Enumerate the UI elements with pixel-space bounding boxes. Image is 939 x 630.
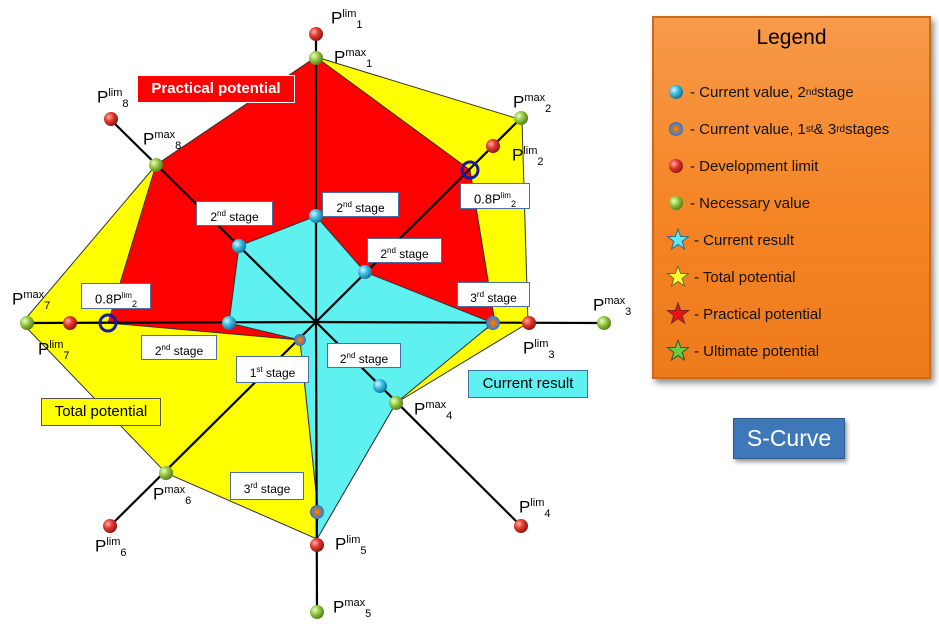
- s-curve-button[interactable]: S-Curve: [733, 418, 845, 459]
- dev-limit-point-6: [103, 519, 117, 533]
- pmax6-label: Pmax6: [153, 484, 192, 508]
- pmax1-label: Pmax1: [334, 47, 373, 71]
- necessary-point-3: [597, 316, 611, 330]
- practical-potential-label: Practical potential: [137, 75, 295, 103]
- pmax3-label: Pmax3: [593, 295, 632, 319]
- current-2nd-point-8: [232, 239, 246, 253]
- dev-limit-point-4: [514, 519, 528, 533]
- dev-limit-point-1: [309, 27, 323, 41]
- pmax8-label: Pmax8: [143, 129, 182, 153]
- necessary-point-1: [309, 51, 323, 65]
- plim3-label: Plim3: [523, 338, 555, 362]
- dev-limit-point-3: [522, 316, 536, 330]
- fraction-label-2: 0.8Plim2: [460, 183, 530, 209]
- legend-title: Legend: [756, 26, 827, 49]
- pmax2-label: Pmax2: [513, 92, 552, 116]
- green-ball-icon: [669, 196, 683, 210]
- plim8-label: Plim8: [97, 87, 129, 111]
- legend-item-total-potential: - Total potential: [666, 264, 795, 290]
- necessary-point-4: [389, 396, 403, 410]
- legend-item-necessary: - Necessary value: [666, 190, 810, 216]
- pmax5-label: Pmax5: [333, 597, 372, 621]
- necessary-point-2: [514, 111, 528, 125]
- stage-label-3: 3rd stage: [457, 282, 530, 307]
- dev-limit-point-2: [486, 139, 500, 153]
- current-2nd-point-7: [222, 316, 236, 330]
- current-1st-3rd-stage-points: [294, 316, 500, 519]
- legend-item-current-result: - Current result: [666, 227, 794, 253]
- cyan-star-icon: [666, 228, 690, 251]
- necessary-point-7: [20, 316, 34, 330]
- current-2nd-point-1: [309, 209, 323, 223]
- stage-label-6: 1st stage: [236, 356, 309, 383]
- plim1-label: Plim1: [331, 8, 363, 32]
- dev-limit-point-8: [104, 112, 118, 126]
- plim5-label: Plim5: [335, 534, 367, 558]
- legend-item-practical-potential: - Practical potential: [666, 301, 822, 327]
- highlight-ring-7: [98, 313, 118, 333]
- dev-limit-point-5: [310, 538, 324, 552]
- yellow-star-icon: [666, 265, 690, 288]
- current-2nd-stage-points: [222, 209, 387, 393]
- stage-label-1: 2nd stage: [322, 192, 399, 217]
- stage-label-8: 2nd stage: [196, 201, 273, 226]
- stage-label-5: 3rd stage: [230, 472, 304, 500]
- current-3rd-point-5: [310, 505, 324, 519]
- development-limit-points: [63, 27, 536, 552]
- fraction-label-7: 0.8Plim2: [81, 283, 151, 309]
- pmax4-label: Pmax4: [414, 399, 453, 423]
- current-2nd-point-4: [373, 379, 387, 393]
- total-potential-label: Total potential: [41, 398, 161, 426]
- current-1st-point-6: [294, 334, 306, 346]
- necessary-point-5: [310, 605, 324, 619]
- stage-label-2: 2nd stage: [367, 238, 442, 263]
- plim7-label: Plim7: [38, 339, 70, 363]
- highlight-ring-2: [460, 160, 480, 180]
- necessary-point-8: [149, 158, 163, 172]
- plim2-label: Plim2: [512, 145, 544, 169]
- red-star-icon: [666, 302, 690, 325]
- current-result-label: Current result: [468, 370, 588, 398]
- plim6-label: Plim6: [95, 536, 127, 560]
- stage-label-4: 2nd stage: [327, 343, 401, 368]
- necessary-value-points: [20, 51, 611, 619]
- red-ball-icon: [669, 159, 683, 173]
- necessary-point-6: [159, 466, 173, 480]
- current-2nd-point-2: [358, 265, 372, 279]
- pmax7-label: Pmax7: [12, 289, 51, 313]
- dev-limit-point-7: [63, 316, 77, 330]
- blue-orange-ball-icon: [669, 122, 683, 136]
- stage-label-7: 2nd stage: [141, 335, 217, 360]
- green-star-icon: [666, 339, 690, 362]
- plim4-label: Plim4: [519, 497, 551, 521]
- cyan-ball-icon: [669, 85, 683, 99]
- legend-item-dev-limit: - Development limit: [666, 153, 818, 179]
- legend-item-ultimate-potential: - Ultimate potential: [666, 338, 819, 364]
- current-3rd-point-3: [486, 316, 500, 330]
